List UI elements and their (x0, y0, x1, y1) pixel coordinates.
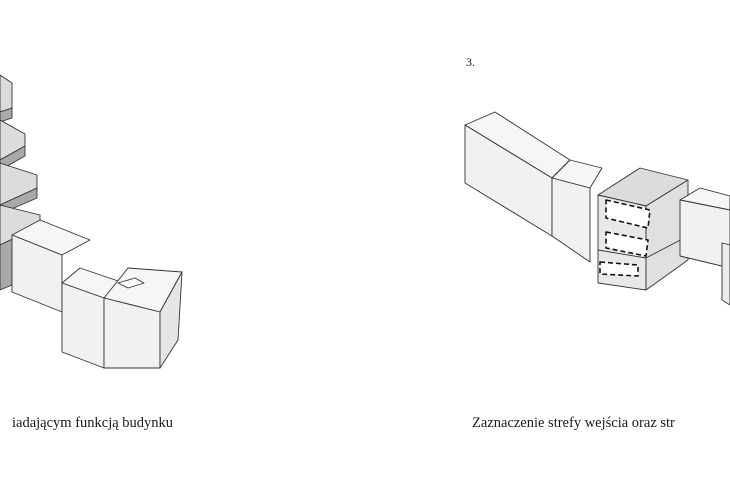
right-connector-block (551, 159, 603, 263)
right-side-block (679, 187, 730, 306)
step-number: 3. (466, 55, 475, 69)
left-low-wing (11, 219, 91, 313)
left-caption: iadającym funkcją budynku (12, 415, 174, 431)
right-entrance-tower (597, 167, 689, 291)
left-courtyard-block (103, 267, 183, 369)
right-caption: Zaznaczenie strefy wejścia oraz str (472, 415, 675, 431)
